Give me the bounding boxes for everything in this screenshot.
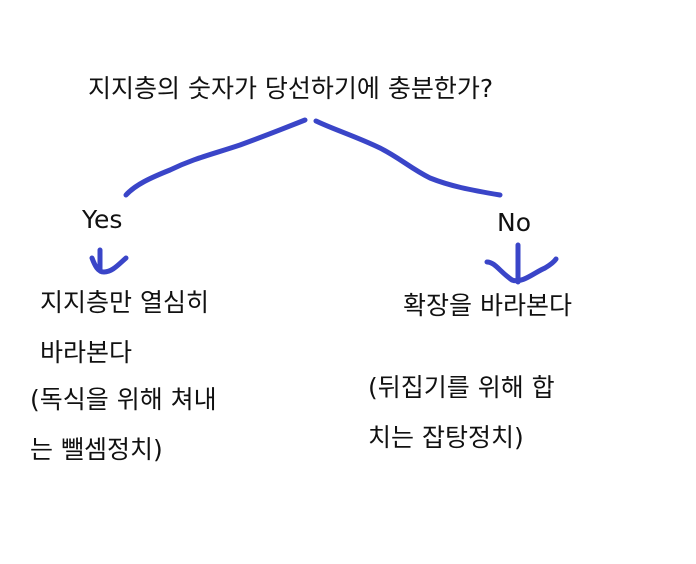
yes-note-line2: 는 뺄셈정치) — [30, 435, 163, 464]
arrow-no-icon — [484, 242, 559, 285]
no-outcome-line1: 확장을 바라본다 — [403, 291, 572, 320]
no-note-line1: (뒤집기를 위해 합 — [368, 373, 555, 402]
arrow-yes-icon — [89, 247, 129, 275]
no-note-line2: 치는 잡탕정치) — [368, 423, 524, 452]
no-label: No — [497, 208, 531, 237]
yes-outcome-line1: 지지층만 열심히 — [40, 288, 209, 317]
yes-label: Yes — [82, 205, 123, 234]
yes-note-line1: (독식을 위해 쳐내 — [30, 385, 217, 414]
question-text: 지지층의 숫자가 당선하기에 충분한가? — [88, 74, 494, 103]
branch-yes-line — [123, 117, 308, 198]
yes-outcome-line2: 바라본다 — [40, 338, 133, 367]
branch-no-line — [313, 118, 503, 198]
